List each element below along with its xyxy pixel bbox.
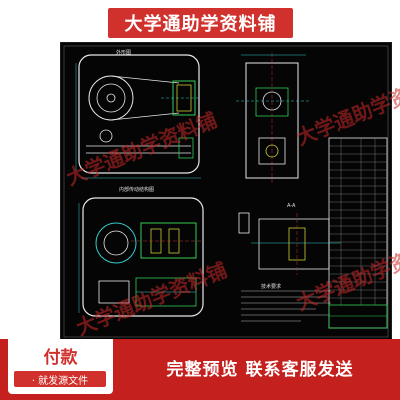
footer-caption: 完整预览 联系客服发送 [166,360,354,380]
view-label-exterior: 外形图 [116,50,132,56]
cad-drawing-lines [63,45,389,338]
pay-subtitle-text: · 就发源文件 [31,375,89,387]
cad-drawing: 外形图 内部传动结构图 A-A 技术要求 大学通助学资料铺 大学通助学资料铺 大… [60,42,400,341]
view-label-internal: 内部传动结构图 [119,187,155,193]
pay-title: 付款 [43,348,78,368]
shop-title: 大学通助学资料铺 [124,14,277,35]
shop-title-banner: 大学通助学资料铺 [108,8,293,38]
section-label: A-A [287,203,296,209]
notes-title: 技术要求 [261,284,282,290]
pay-subtitle: · 就发源文件 [14,371,106,387]
